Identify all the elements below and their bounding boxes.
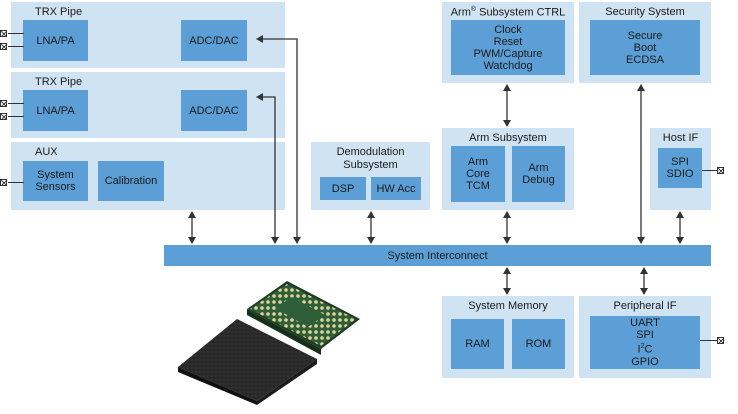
lna-pa-label-1: LNA/PA (36, 34, 75, 47)
ecdsa-label: ECDSA (626, 53, 664, 66)
demodulation-title-line-1: Demodulation (336, 146, 405, 158)
pin-trx1-a-icon (0, 30, 7, 37)
system-sensors-line-2: Sensors (35, 181, 76, 193)
lna-pa-block-1: LNA/PA (23, 20, 88, 61)
pin-stub-aux (8, 182, 24, 183)
pin-periph-icon (717, 337, 724, 344)
peripheral-block: UART SPI I2C GPIO (590, 316, 700, 369)
arm-debug-block: Arm Debug (512, 146, 565, 202)
arm-ctrl-block: Clock Reset PWM/Capture Watchdog (451, 20, 565, 75)
trx-pipe-2-panel: TRX Pipe LNA/PA ADC/DAC (11, 72, 285, 138)
demodulation-title: Demodulation Subsystem (311, 146, 430, 172)
demodulation-panel: Demodulation Subsystem DSP HW Acc (311, 142, 430, 210)
adc-dac-label-1: ADC/DAC (189, 34, 239, 47)
periph-spi-label: SPI (636, 329, 654, 342)
secure-label: Secure (627, 29, 663, 42)
i2c-sup: 2 (640, 343, 645, 351)
arm-core-line-1: Arm (467, 156, 489, 168)
security-system-panel: Security System Secure Boot ECDSA (579, 2, 711, 83)
pin-stub-trx1-b (8, 46, 24, 47)
trx-pipe-1-panel: TRX Pipe LNA/PA ADC/DAC (11, 2, 285, 68)
chip-green-package (247, 281, 360, 355)
rom-label: ROM (525, 338, 552, 350)
trx-pipe-1-title: TRX Pipe (35, 6, 83, 18)
host-if-panel: Host IF SPI SDIO (650, 128, 711, 210)
pin-stub-trx2-a (8, 103, 24, 104)
host-spi-label: SPI (671, 156, 689, 168)
adc-dac-block-2: ADC/DAC (181, 90, 247, 131)
pin-trx1-b-icon (0, 43, 7, 50)
hw-acc-label: HW Acc (376, 182, 416, 195)
arm-subsystem-panel: Arm Subsystem Arm Core TCM Arm Debug (442, 128, 574, 210)
ram-block: RAM (451, 319, 504, 369)
chip-package-image (178, 281, 360, 405)
system-sensors-block: System Sensors (23, 161, 88, 201)
ram-label: RAM (465, 338, 490, 350)
lna-pa-label-2: LNA/PA (36, 104, 75, 117)
pwm-capture-label: PWM/Capture (473, 47, 543, 60)
system-sensors-line-1: System (37, 169, 74, 181)
arm-debug-line-2: Debug (522, 174, 555, 186)
peripheral-if-panel: Peripheral IF UART SPI I2C GPIO (579, 296, 711, 378)
security-system-title: Security System (605, 6, 685, 18)
arm-subsystem-ctrl-panel: Arm® Subsystem CTRL Clock Reset PWM/Capt… (442, 2, 574, 83)
arm-core-line-3: TCM (466, 180, 490, 192)
pin-trx2-a-icon (0, 100, 7, 107)
arm-subsystem-title: Arm Subsystem (469, 132, 547, 144)
arrow-trx1-interconnect (256, 35, 301, 244)
gpio-label: GPIO (631, 355, 659, 368)
watchdog-label: Watchdog (483, 59, 533, 72)
clock-label: Clock (494, 23, 522, 36)
adc-dac-block-1: ADC/DAC (181, 20, 247, 61)
calibration-label: Calibration (104, 175, 158, 187)
pin-stub-host (702, 170, 718, 171)
pin-stub-periph (700, 340, 718, 341)
pin-host-icon (717, 167, 724, 174)
host-sdio-label: SDIO (666, 168, 694, 180)
reset-label: Reset (493, 35, 523, 48)
arm-ctrl-title: Arm® Subsystem CTRL (442, 6, 574, 19)
system-interconnect-bar: System Interconnect (164, 245, 711, 266)
host-if-block: SPI SDIO (658, 148, 702, 188)
system-memory-panel: System Memory RAM ROM (442, 296, 574, 378)
uart-label: UART (630, 317, 660, 330)
pin-stub-trx2-b (8, 116, 24, 117)
lna-pa-block-2: LNA/PA (23, 90, 88, 131)
aux-title: AUX (35, 146, 58, 158)
dsp-label: DSP (331, 182, 355, 195)
rom-block: ROM (512, 319, 565, 369)
chip-black-package (178, 319, 317, 405)
arm-ctrl-title-prefix: Arm (450, 6, 471, 19)
i2c-label: I2C (638, 341, 653, 356)
peripheral-if-title: Peripheral IF (613, 300, 677, 312)
arm-core-block: Arm Core TCM (451, 146, 505, 202)
pin-aux-icon (0, 179, 7, 186)
pin-stub-trx1-a (8, 33, 24, 34)
arm-ctrl-title-suffix: Subsystem CTRL (476, 6, 566, 19)
arm-ctrl-title-reg: ® (470, 6, 477, 13)
host-if-title: Host IF (662, 132, 699, 144)
arm-debug-line-1: Arm (528, 162, 549, 174)
hw-acc-block: HW Acc (371, 177, 421, 200)
trx-pipe-2-title: TRX Pipe (35, 76, 83, 88)
demodulation-title-line-2: Subsystem (343, 159, 398, 171)
i2c-base: I (637, 343, 641, 356)
boot-label: Boot (633, 41, 657, 54)
security-block: Secure Boot ECDSA (590, 20, 700, 75)
aux-panel: AUX System Sensors Calibration (11, 142, 285, 210)
adc-dac-label-2: ADC/DAC (189, 104, 239, 117)
system-interconnect-label: System Interconnect (387, 249, 488, 262)
dsp-block: DSP (320, 177, 366, 200)
arrow-trx2-interconnect (256, 93, 279, 244)
arm-core-line-2: Core (466, 168, 490, 180)
system-memory-title: System Memory (468, 300, 548, 312)
calibration-block: Calibration (98, 161, 164, 201)
pin-trx2-b-icon (0, 113, 7, 120)
i2c-rest: C (644, 343, 653, 356)
